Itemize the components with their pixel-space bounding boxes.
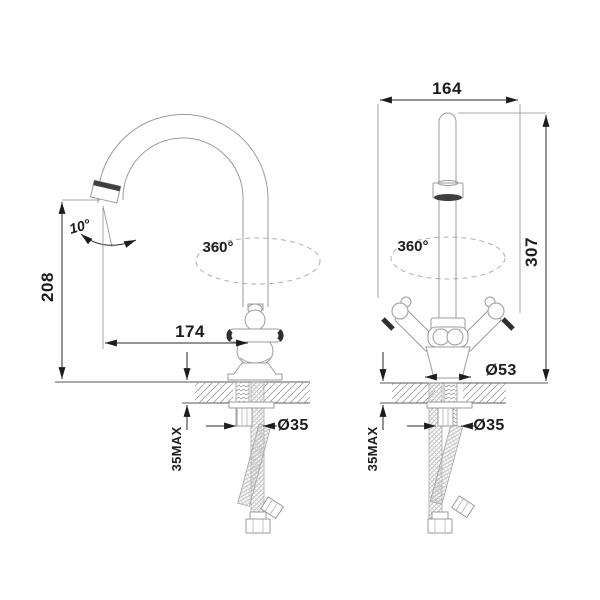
deck-thickness-label: 35MAX	[169, 427, 184, 472]
dim-total-height: 307	[458, 112, 550, 381]
dim-spout-reach: 174	[102, 208, 248, 349]
supply-hose-angled	[429, 423, 464, 505]
under-deck-left	[228, 381, 285, 534]
hose-nut	[427, 511, 453, 534]
dim-spout-height: 208	[38, 199, 100, 379]
hose-fitting-angled	[260, 496, 285, 520]
side-view: 360°	[38, 113, 321, 534]
mounting-flange	[426, 401, 473, 409]
counter-right	[380, 382, 548, 404]
mounting-nut	[236, 407, 253, 427]
aerator-cap	[93, 180, 121, 192]
dim-spout-angle: 10°	[67, 205, 137, 248]
base-escutcheon	[227, 362, 283, 381]
total-height-label: 307	[522, 237, 541, 267]
handle-knob	[244, 309, 266, 331]
counter-left	[55, 381, 310, 404]
spout-height-label: 208	[38, 272, 57, 302]
hole-diameter-label: Ø35	[277, 417, 308, 434]
faucet-body-side	[226, 303, 284, 381]
body-cone	[425, 346, 471, 379]
hose-fitting-angled	[451, 495, 476, 519]
hose-nut	[245, 511, 271, 534]
dim-deck-thickness-right: 35MAX	[365, 352, 387, 472]
hole-diameter-label: Ø35	[473, 417, 504, 434]
base-diameter-label: Ø53	[485, 362, 516, 379]
dim-base-diameter: Ø53	[425, 362, 516, 381]
handle-knob	[487, 302, 505, 320]
dim-hole-diameter-left: Ø35	[206, 417, 308, 434]
handle-right	[458, 296, 515, 352]
spout-angle-label: 10°	[67, 215, 92, 236]
riser-tube	[432, 112, 464, 320]
mounting-flange	[228, 401, 275, 409]
handle-knob	[391, 302, 409, 320]
swivel-ellipse	[195, 237, 321, 285]
handle-left	[381, 296, 438, 352]
counter-hatch	[463, 383, 506, 403]
faucet-body-front	[425, 317, 471, 379]
mounting-nut	[437, 407, 454, 427]
counter-hatch	[392, 383, 435, 403]
swivel-label: 360°	[397, 238, 428, 255]
counter-hatch	[263, 383, 310, 403]
body-width-label: 164	[432, 79, 462, 98]
spout-reach-label: 174	[175, 322, 205, 341]
swivel-label: 360°	[202, 239, 233, 256]
front-view: 360°	[365, 79, 550, 534]
aerator	[89, 179, 122, 204]
dim-hole-diameter-right: Ø35	[407, 417, 504, 434]
swivel-ellipse	[390, 236, 506, 280]
dim-body-width: 164	[377, 79, 521, 313]
handle-cross-bar	[226, 328, 284, 343]
counter-hatch	[195, 383, 233, 403]
spout-outline	[97, 113, 269, 307]
deck-thickness-label: 35MAX	[365, 427, 380, 472]
tube-collar	[432, 180, 464, 201]
dim-deck-thickness-left: 35MAX	[169, 352, 191, 472]
under-deck-right	[426, 382, 476, 534]
